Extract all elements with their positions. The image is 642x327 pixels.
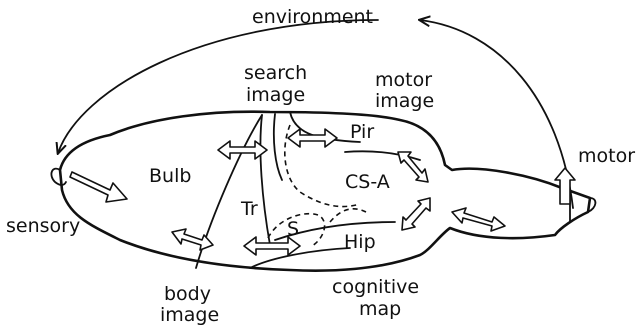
label-motor-image-1: motor [375,69,432,91]
label-body-image-1: body [164,283,211,305]
search-image-band-2 [274,114,282,180]
label-bulb: Bulb [149,165,191,187]
label-body-image-2: image [160,304,219,326]
label-hip: Hip [344,231,376,253]
label-motor-image-2: image [375,90,434,112]
label-tr: Tr [240,198,258,220]
label-pir: Pir [350,121,374,143]
inner-hip-line [250,248,350,268]
bulb-tip [51,169,66,185]
label-sensory: sensory [6,215,80,237]
label-search-image-2: image [246,84,305,106]
arrow-pir-csa [398,152,428,182]
label-search-image-1: search [244,62,307,84]
arrow-tr-body [172,229,213,250]
arrow-bulb-search [218,141,267,159]
label-cognitive-map-2: map [359,298,401,320]
label-cognitive-map-1: cognitive [332,276,419,298]
arrow-forebrain-brainstem [452,208,505,231]
arrow-csa-hip [402,198,430,230]
arrow-search-pir [288,129,337,147]
search-image-band-1 [260,115,270,245]
label-s: S [287,218,299,240]
label-environment: environment [252,6,373,28]
motor-to-environment-arrow [420,20,573,208]
arrow-sensory-to-bulb [70,172,127,202]
label-cs-a: CS-A [345,171,390,193]
dashed-line-right [330,209,366,222]
label-motor: motor [578,145,635,167]
